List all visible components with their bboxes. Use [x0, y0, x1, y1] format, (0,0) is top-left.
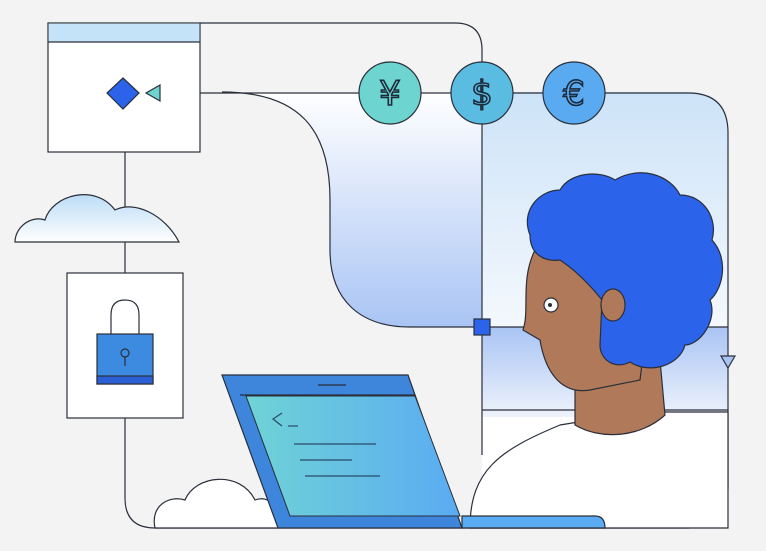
cloud-icon	[14, 194, 180, 243]
currency-dollar-coin: $	[450, 61, 514, 125]
euro-symbol: €	[563, 74, 585, 114]
node-square	[473, 318, 491, 336]
ear	[600, 288, 626, 322]
dollar-symbol: $	[471, 74, 493, 114]
curved-gradient-area	[222, 92, 482, 327]
currency-yen-coin: ¥	[358, 61, 422, 125]
currency-euro-coin: €	[542, 61, 606, 125]
laptop-screen	[245, 395, 461, 517]
hair	[526, 172, 724, 369]
laptop-base	[461, 515, 606, 529]
security-box	[66, 272, 184, 419]
diamond-icon	[106, 77, 140, 110]
down-triangle-icon	[719, 355, 737, 370]
yen-symbol: ¥	[379, 74, 401, 114]
screen-code-lines	[271, 412, 380, 477]
laptop	[221, 374, 606, 529]
bottom-cloud	[153, 478, 279, 529]
lock-icon	[110, 299, 140, 334]
app-window	[47, 22, 201, 153]
person	[469, 172, 729, 529]
arrow-triangle-icon	[144, 83, 161, 103]
